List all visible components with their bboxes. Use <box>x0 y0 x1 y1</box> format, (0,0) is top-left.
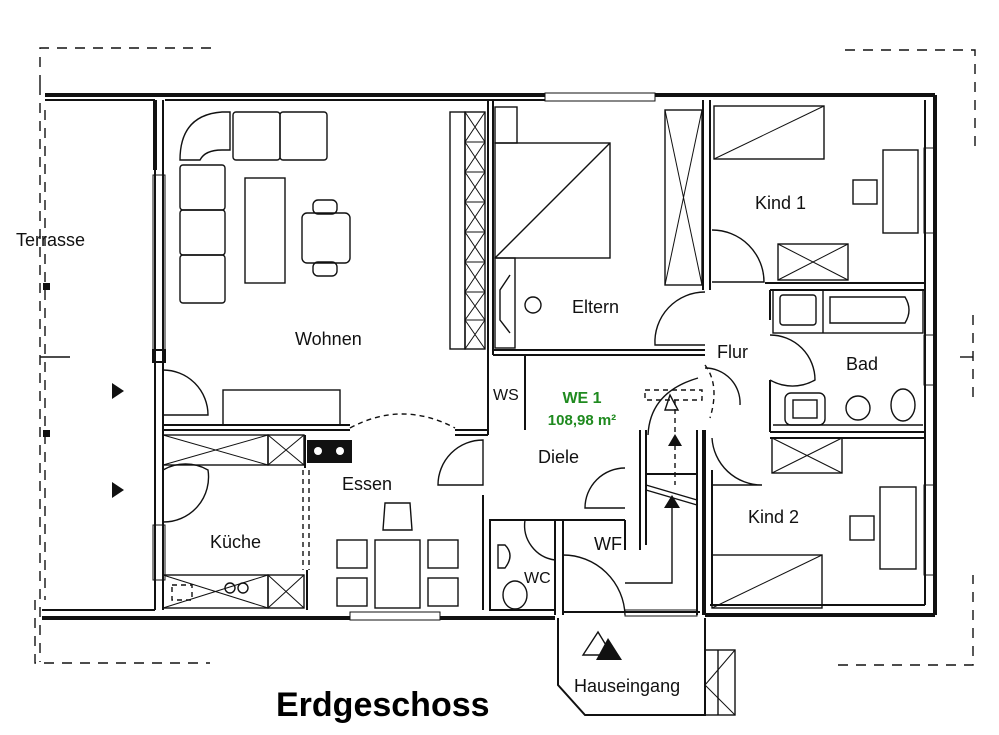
label-essen: Essen <box>342 474 392 494</box>
hallway-doors <box>704 364 763 486</box>
label-ws: WS <box>493 387 519 404</box>
unit-area: 108,98 m² <box>548 412 616 429</box>
dining-furniture <box>336 502 459 609</box>
label-kind2: Kind 2 <box>748 507 799 527</box>
label-wf: WF <box>594 534 622 554</box>
property-boundary <box>34 47 976 666</box>
staircase <box>625 377 703 584</box>
label-eltern: Eltern <box>572 297 619 317</box>
bedroom-parents-furniture <box>494 106 706 349</box>
bathroom-fixtures <box>769 289 924 426</box>
unit-info: WE 1 108,98 m² <box>548 390 616 429</box>
entrance-area <box>557 618 736 716</box>
floor-title: Erdgeschoss <box>276 686 490 724</box>
bedroom-child1-furniture <box>711 105 919 283</box>
wc-fixtures <box>497 544 528 610</box>
label-flur: Flur <box>717 342 748 362</box>
label-kind1: Kind 1 <box>755 193 806 213</box>
bedroom-child2-furniture <box>711 437 917 609</box>
left-windows <box>112 174 210 581</box>
living-room-furniture <box>179 111 486 429</box>
label-wohnen: Wohnen <box>295 329 362 349</box>
exterior-walls <box>42 92 937 621</box>
label-bad: Bad <box>846 354 878 374</box>
unit-name: WE 1 <box>562 390 601 407</box>
label-wc: WC <box>524 570 551 587</box>
label-terrasse: Terrasse <box>16 230 85 250</box>
label-diele: Diele <box>538 447 579 467</box>
entry-doors <box>437 439 626 616</box>
kitchen-furniture <box>162 434 352 609</box>
room-labels: Terrasse Wohnen Eltern Kind 1 Flur Bad W… <box>16 193 878 696</box>
label-kueche: Küche <box>210 532 261 552</box>
label-hauseingang: Hauseingang <box>574 676 680 696</box>
